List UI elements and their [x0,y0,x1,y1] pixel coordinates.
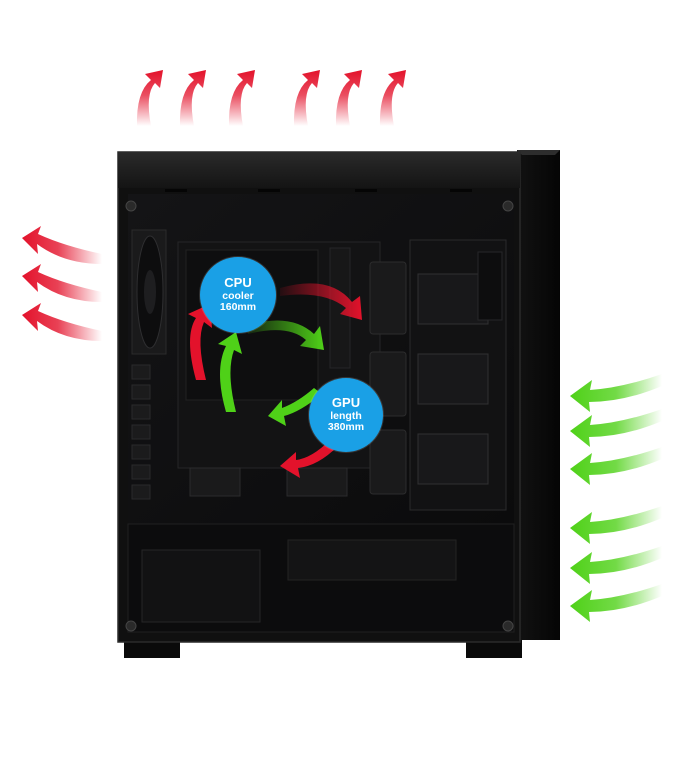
expansion-slots [131,364,151,500]
red-curved-arrow-icon [22,303,102,341]
red-curved-arrow-icon [379,70,406,126]
green-curved-arrow-icon [268,388,322,426]
red-curved-arrow-icon [188,304,212,380]
green-curved-arrow-icon [570,374,662,412]
thumb-screws [125,200,514,632]
red-curved-arrow-icon [335,70,362,126]
pc-case [117,150,560,658]
red-curved-arrow-icon [280,283,362,320]
rear-fan [131,229,167,355]
front-intake-arrows [570,374,662,622]
green-curved-arrow-icon [570,409,662,447]
cpu-badge-value: 160mm [219,301,257,314]
red-curved-arrow-icon [22,226,102,264]
red-curved-arrow-icon [22,264,102,302]
rear-exhaust-arrows [22,226,102,341]
psu-shroud [127,523,515,633]
green-curved-arrow-icon [218,332,242,412]
internal-airflow-arrows [188,283,362,478]
green-curved-arrow-icon [246,320,324,350]
red-curved-arrow-icon [293,70,320,126]
red-curved-arrow-icon [179,70,206,126]
cpu-cooler-badge: CPU cooler 160mm [200,257,276,333]
case-top-rim [118,152,520,188]
red-curved-arrow-icon [228,70,255,126]
drive-cage [409,239,507,511]
top-vent-slots [165,189,472,192]
green-curved-arrow-icon [570,546,662,584]
gpu-length-badge: GPU length 380mm [309,378,383,452]
cpu-badge-label: cooler [222,289,254,302]
red-curved-arrow-icon [136,70,163,126]
red-curved-arrow-icon [280,440,338,478]
green-curved-arrow-icon [570,584,662,622]
gpu-badge-label: length [330,409,362,422]
case-foot [466,638,522,658]
green-curved-arrow-icon [570,447,662,485]
top-exhaust-arrows [136,70,406,126]
case-foot [124,638,180,658]
case-front-panel [517,150,560,640]
green-curved-arrow-icon [570,506,662,544]
cpu-badge-title: CPU [224,274,252,290]
cable-grommets [369,261,407,495]
gpu-badge-value: 380mm [327,421,365,434]
gpu-badge-title: GPU [331,394,361,410]
